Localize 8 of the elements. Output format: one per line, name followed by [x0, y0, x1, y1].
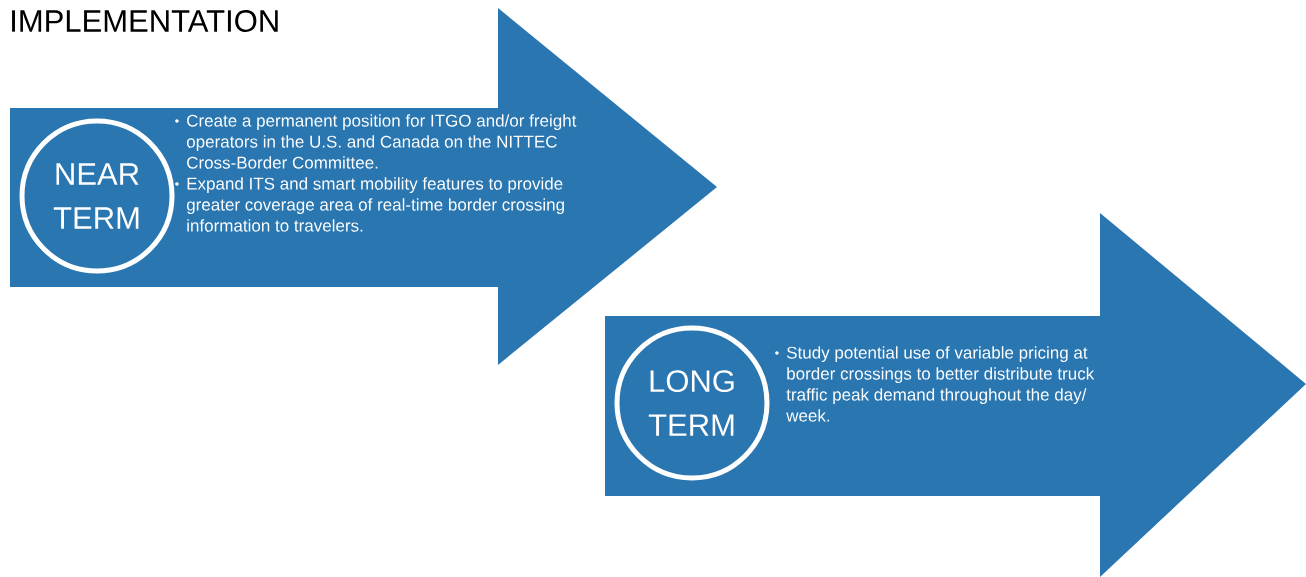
bullet-text: Expand ITS and smart mobility features to provide greater coverage area of real-time border crossing information to travelers.: [175, 177, 564, 232]
circle-label: NEAR TERM: [19, 118, 175, 274]
page-title: IMPLEMENTATION: [12, 10, 278, 32]
circle-label: LONG TERM: [614, 325, 770, 481]
arrow-shape: [605, 213, 1306, 577]
bullet-text: Create a permanent position for ITGO and/or freight operators in the U.S. and Canada on the NITTEC Cross-Border Committee.: [175, 114, 577, 169]
arrow-shape: [10, 8, 717, 365]
bullet-text: Study potential use of variable pricing at border crossings to better distribute truck traffic peak demand throughout the day/ week.: [775, 346, 1095, 422]
